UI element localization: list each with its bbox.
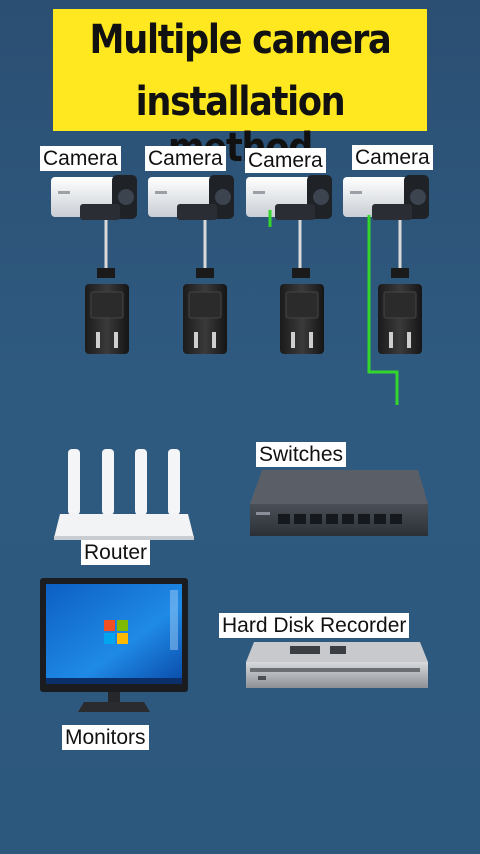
hard-disk-recorder-label: Hard Disk Recorder: [219, 613, 410, 638]
switches-label: Switches: [256, 442, 347, 467]
camera-1-label: Camera: [40, 146, 121, 171]
monitor: [40, 578, 188, 712]
network-switch: [250, 470, 428, 536]
windows-logo-icon: [104, 620, 128, 644]
camera-3-label: Camera: [245, 148, 326, 173]
power-adapter-1: [85, 268, 129, 354]
title-banner: Multiple camera installation method: [53, 9, 427, 171]
hard-disk-recorder: [246, 642, 428, 688]
camera-2-label: Camera: [145, 146, 226, 171]
router-label: Router: [81, 540, 151, 565]
camera-4-network-cable: [367, 215, 399, 405]
power-adapter-3: [280, 268, 324, 354]
camera-1: [51, 175, 137, 220]
camera-4: [343, 175, 429, 220]
power-adapter-2: [183, 268, 227, 354]
camera-2: [148, 175, 234, 220]
title-line-1: Multiple camera: [89, 17, 392, 63]
camera-3: [246, 175, 332, 220]
monitors-label: Monitors: [62, 725, 149, 750]
router: [54, 449, 194, 540]
power-adapter-4: [378, 268, 422, 354]
camera-4-label: Camera: [352, 145, 433, 170]
